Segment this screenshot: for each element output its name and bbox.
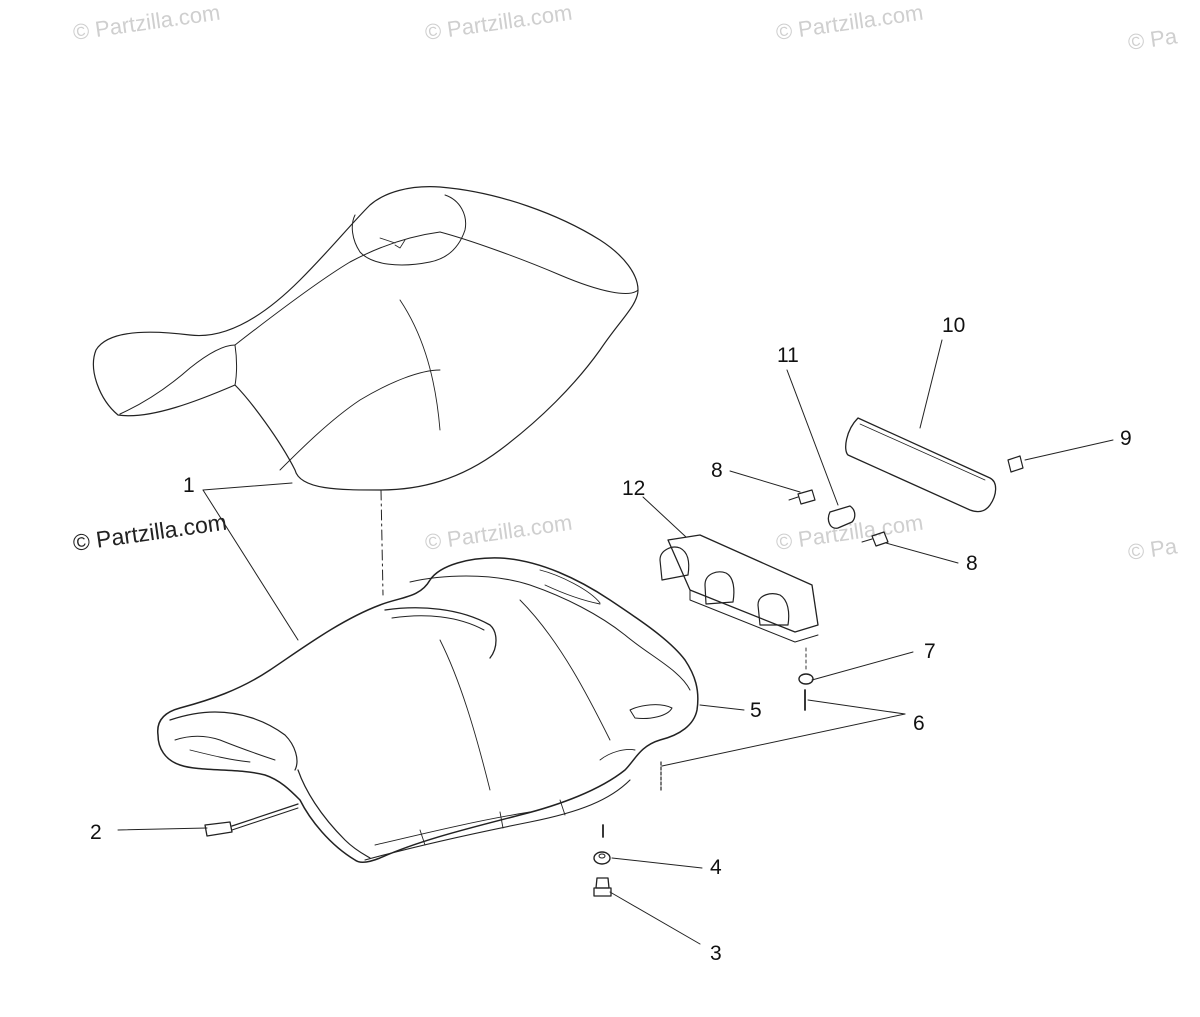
- part-11-fastener: [827, 505, 856, 529]
- callout-10: 10: [942, 314, 966, 337]
- callout-5: 5: [750, 699, 762, 722]
- callout-12: 12: [622, 477, 646, 500]
- callout-8-upper: 8: [711, 459, 723, 482]
- callout-8-lower: 8: [966, 552, 978, 575]
- part-12-cup-holder: [659, 534, 819, 643]
- callout-7: 7: [924, 640, 936, 663]
- alignment-line: [380, 489, 384, 596]
- seat-cover: [92, 186, 639, 491]
- callout-6: 6: [913, 712, 925, 735]
- part-7-washer: [798, 673, 814, 685]
- part-4-grommet: [593, 851, 611, 865]
- part-8-fastener-a: [788, 489, 816, 505]
- part-3-bolt: [593, 877, 612, 897]
- callout-1: 1: [183, 474, 195, 497]
- part-9-screw: [1007, 455, 1024, 473]
- callout-2: 2: [90, 821, 102, 844]
- leader-lines: [117, 339, 1114, 945]
- seat-assembly: [157, 557, 699, 863]
- callout-3: 3: [710, 942, 722, 965]
- callout-11: 11: [777, 344, 799, 367]
- part-10-panel: [845, 417, 997, 513]
- part-8-fastener-b: [861, 531, 889, 547]
- callout-4: 4: [710, 856, 722, 879]
- callout-9: 9: [1120, 427, 1132, 450]
- part-2-strap: [204, 803, 299, 837]
